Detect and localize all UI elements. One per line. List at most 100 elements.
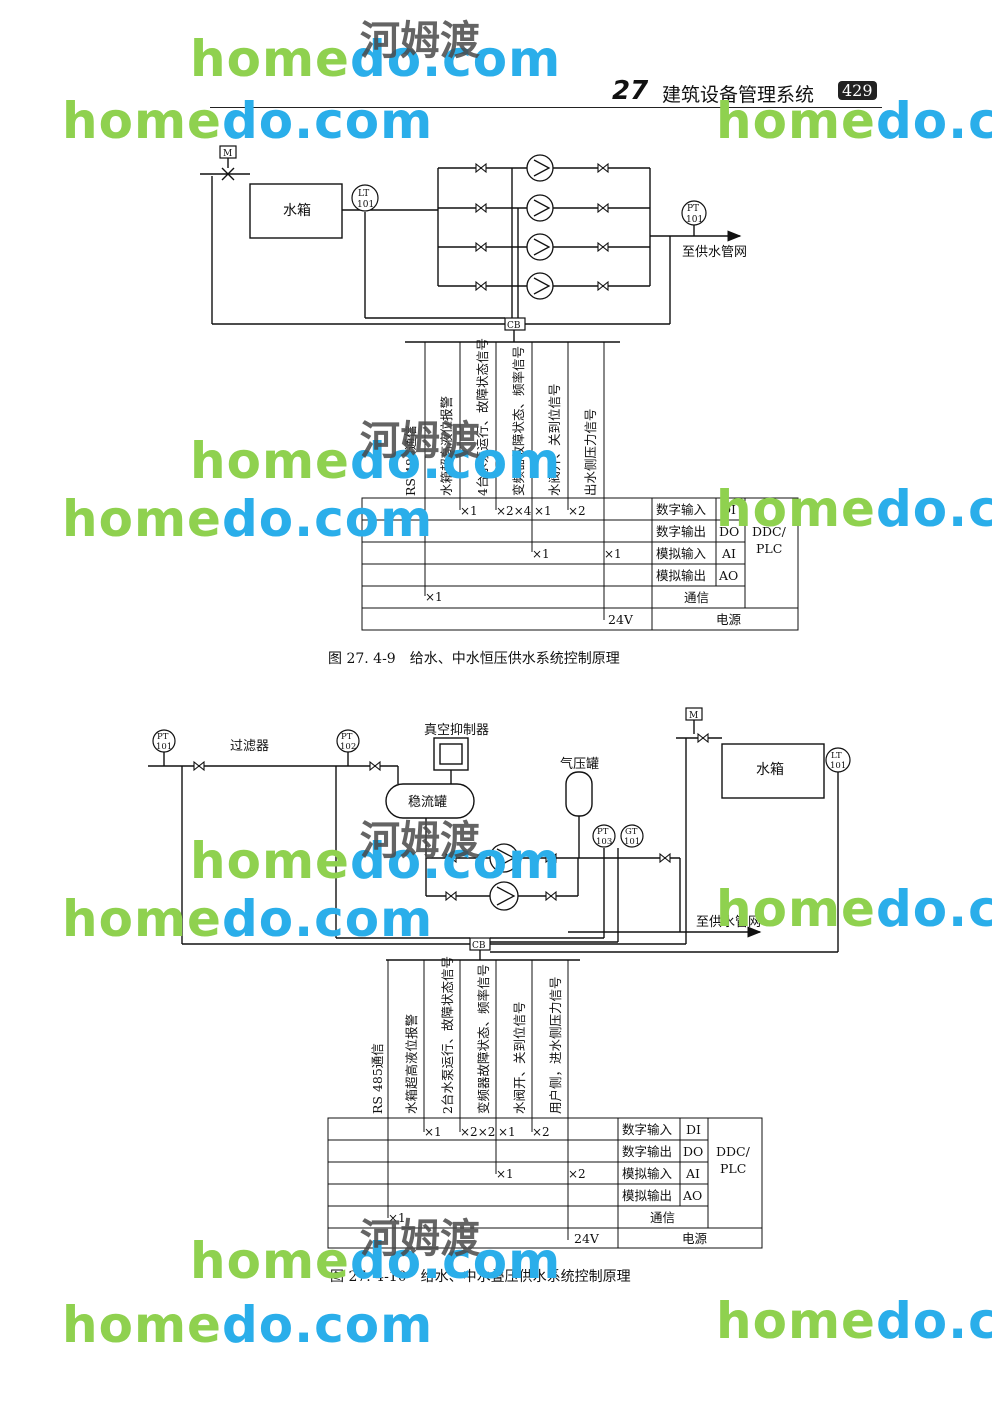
fig1-row-code: AO bbox=[718, 568, 738, 583]
fig2-pt102-tag: PT bbox=[341, 732, 353, 742]
fig2-signal-labels: RS 485通信 水箱超高液位报警 2台水泵运行、故障状态信号 变频器故障状态、… bbox=[370, 956, 563, 1114]
fig1-pumps bbox=[526, 154, 554, 300]
fig1-signal-vfd: 变频器故障状态、频率信号 bbox=[511, 346, 526, 496]
fig2-caption: 图 27. 4-10 给水、中水叠压供水系统控制原理 bbox=[330, 1269, 631, 1285]
fig1-row-code: DI bbox=[721, 502, 736, 517]
fig2-signal-level: 水箱超高液位报警 bbox=[404, 1014, 419, 1114]
watermark-logo: homedo.com bbox=[62, 890, 434, 948]
fig2-lt101-num: 101 bbox=[830, 761, 846, 771]
watermark-logo: homedo.com bbox=[62, 490, 434, 548]
fig1-signal-pumps: 4台水泵运行、故障状态信号 bbox=[475, 338, 490, 496]
fig2-plc-label: PLC bbox=[720, 1161, 746, 1176]
watermark-logo: homedo.com bbox=[190, 832, 562, 890]
fig1-mark: ×2 bbox=[568, 504, 586, 518]
fig2-pt101-num: 101 bbox=[156, 742, 172, 752]
fig1-pt-num: 101 bbox=[686, 215, 703, 225]
fig2-tank-label: 水箱 bbox=[756, 762, 784, 778]
fig2-pt101-tag: PT bbox=[157, 732, 169, 742]
fig2-piping bbox=[148, 720, 839, 961]
fig1-mark: ×1 bbox=[604, 547, 622, 561]
fig1-panel-text: 数字输入 DI 数字输出 DO 模拟输入 AI 模拟输出 AO 通信 电源 24… bbox=[608, 502, 787, 627]
page-number: 429 bbox=[838, 81, 877, 100]
fig1-row-code: DO bbox=[719, 524, 739, 539]
fig2-gt101-tag: GT bbox=[625, 827, 638, 837]
fig1-24v-label: 24V bbox=[608, 612, 634, 627]
watermark-logo: homedo.com bbox=[190, 30, 562, 88]
fig2-row-code: AO bbox=[682, 1188, 702, 1203]
watermark-logo: homedo.com bbox=[716, 480, 992, 538]
fig1-pt-circle bbox=[681, 200, 707, 226]
fig2-pt103-circle bbox=[592, 824, 616, 848]
fig1-motor-label: M bbox=[223, 149, 232, 159]
fig1-panel-grid bbox=[361, 497, 799, 631]
watermark-cn: 河姆渡 bbox=[360, 18, 480, 64]
fig1-row-label: 模拟输出 bbox=[656, 568, 706, 583]
fig1-cb-box bbox=[504, 317, 526, 331]
fig1-tank-label: 水箱 bbox=[283, 203, 311, 219]
watermark-cn: 河姆渡 bbox=[360, 418, 480, 464]
fig2-signal-pressure: 用户侧，进水侧压力信号 bbox=[548, 976, 563, 1114]
fig1-row-label: 数字输出 bbox=[656, 524, 706, 539]
chapter-title: 建筑设备管理系统 bbox=[662, 84, 815, 106]
watermark-logo: homedo.com bbox=[716, 92, 992, 150]
fig1-comm-label: 通信 bbox=[684, 590, 709, 605]
header-rule bbox=[210, 107, 882, 108]
fig2-mark: ×1 bbox=[424, 1125, 442, 1139]
fig1-pt-tag: PT bbox=[687, 204, 699, 214]
fig2-filter-label: 过滤器 bbox=[230, 739, 269, 754]
fig1-signal-valve: 水阀开、关到位信号 bbox=[547, 383, 562, 496]
fig1-signal-pressure: 出水侧压力信号 bbox=[583, 408, 598, 496]
fig2-cb-box bbox=[469, 937, 491, 951]
fig2-valves bbox=[193, 732, 709, 902]
fig2-panel-grid bbox=[327, 1117, 763, 1249]
fig2-signal-valve: 水阀开、关到位信号 bbox=[512, 1001, 527, 1114]
fig2-mark: ×1 bbox=[496, 1167, 514, 1181]
fig2-24v-label: 24V bbox=[574, 1231, 600, 1246]
fig1-mark: ×1 bbox=[425, 590, 443, 604]
fig2-pressure-tank-label: 气压罐 bbox=[560, 756, 599, 772]
fig2-motor-label: M bbox=[689, 711, 698, 721]
watermark-logo: homedo.com bbox=[716, 1292, 992, 1350]
watermark-cn: 河姆渡 bbox=[360, 1216, 480, 1262]
fig1-valves bbox=[475, 162, 609, 292]
fig1-plc-label: PLC bbox=[756, 541, 782, 556]
fig2-outlet-label: 至供水管网 bbox=[696, 915, 761, 930]
chapter-number: 27 bbox=[612, 76, 649, 106]
fig1-mark: ×1 bbox=[534, 504, 552, 518]
fig2-cb-label: CB bbox=[472, 941, 486, 951]
fig2-motor-box bbox=[685, 707, 703, 721]
fig2-pt103-tag: PT bbox=[597, 827, 609, 837]
fig1-row-code: AI bbox=[721, 546, 736, 561]
fig1-ddc-label: DDC/ bbox=[752, 524, 787, 539]
fig1-caption: 图 27. 4-9 给水、中水恒压供水系统控制原理 bbox=[328, 651, 620, 667]
fig2-signal-lines bbox=[387, 960, 569, 1240]
fig1-outlet-label: 至供水管网 bbox=[682, 245, 747, 260]
fig2-row-label: 数字输出 bbox=[622, 1144, 672, 1159]
watermark-logo: homedo.com bbox=[190, 432, 562, 490]
fig2-row-code: DI bbox=[686, 1122, 701, 1137]
fig2-pt102-num: 102 bbox=[340, 742, 356, 752]
watermark-cn: 河姆渡 bbox=[360, 818, 480, 864]
fig2-lt101-circle bbox=[825, 747, 851, 773]
fig1-lt-num: 101 bbox=[357, 200, 374, 210]
fig1-mark: ×2×4 bbox=[496, 504, 532, 518]
fig2-signal-rs485: RS 485通信 bbox=[370, 1043, 385, 1114]
fig1-marks: ×1 ×2×4 ×1 ×2 ×1 ×1 ×1 bbox=[425, 504, 622, 604]
fig1-power-label: 电源 bbox=[716, 612, 742, 627]
fig2-row-label: 模拟输入 bbox=[622, 1166, 673, 1181]
watermark-logo: homedo.com bbox=[190, 1232, 562, 1290]
fig2-gt101-num: 101 bbox=[624, 837, 640, 847]
fig2-pumps bbox=[489, 843, 519, 911]
fig2-lt101-tag: LT bbox=[831, 751, 842, 761]
fig2-pt102-circle bbox=[336, 729, 360, 753]
fig2-row-code: AI bbox=[685, 1166, 700, 1181]
fig2-row-label: 数字输入 bbox=[622, 1122, 673, 1137]
fig2-mark: ×1 bbox=[388, 1211, 406, 1225]
fig1-row-label: 数字输入 bbox=[656, 502, 707, 517]
fig2-comm-label: 通信 bbox=[650, 1210, 675, 1225]
fig1-piping bbox=[200, 158, 742, 343]
fig1-signal-labels: RS 485通信 水箱超高液位报警 4台水泵运行、故障状态信号 变频器故障状态、… bbox=[403, 338, 598, 496]
fig1-mark: ×1 bbox=[460, 504, 478, 518]
fig2-pt103-num: 103 bbox=[596, 837, 612, 847]
